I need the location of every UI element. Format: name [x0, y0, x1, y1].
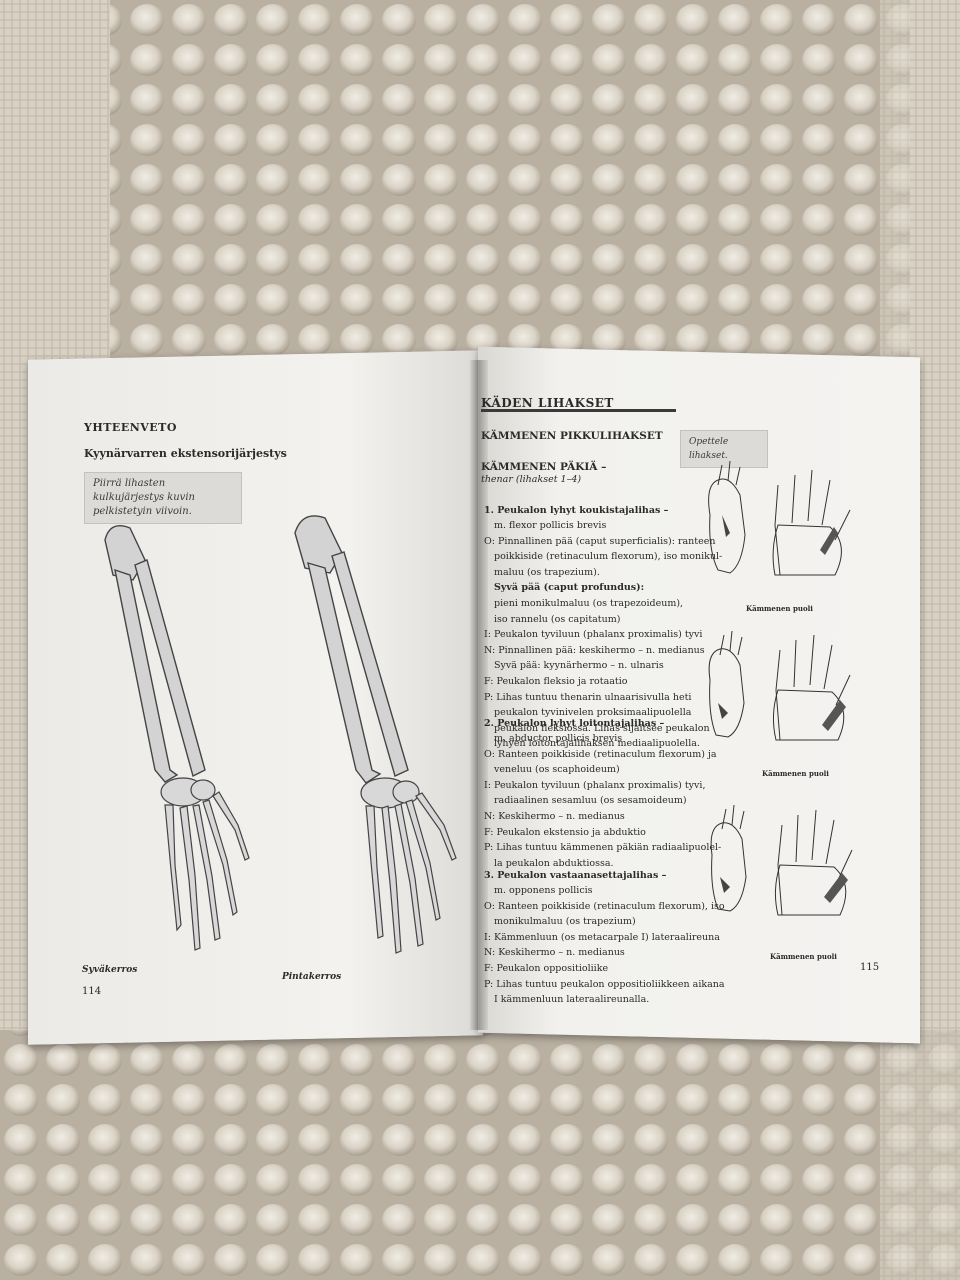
forearm-skeleton-superficial-layer: [294, 515, 457, 954]
hand-illustration-1: [708, 460, 851, 576]
figure-caption-1: Kämmenen puoli: [746, 604, 813, 613]
muscle-1-description: m. flexor pollicis brevis O: Pinnallinen…: [484, 518, 722, 752]
muscle-2-line: I: Peukalon tyviluun (phalanx proximalis…: [484, 779, 706, 791]
muscle-1-line: lyhyen loitontajalihaksen mediaalipuolel…: [494, 738, 700, 750]
muscle-1-line: peukalon tyvinivelen proksimaalipuolella: [494, 707, 692, 719]
muscle-1-title: 1. Peukalon lyhyt koukistajalihas –: [484, 505, 669, 516]
muscle-3-line: P: Lihas tuntuu peukalon oppositioliikke…: [484, 978, 725, 990]
muscle-3-title: 3. Peukalon vastaanasettajalihas –: [484, 870, 667, 881]
hand-illustration-2: [708, 630, 851, 741]
muscle-1-line: poikkiside (retinaculum flexorum), iso m…: [494, 551, 723, 563]
book-spine-shadow: [470, 360, 488, 1030]
muscle-2-line: P: Lihas tuntuu kämmenen päkiän radiaali…: [484, 842, 722, 854]
muscle-1-line: pieni monikulmaluu (os trapezoideum),: [494, 597, 684, 609]
figure-caption-3: Kämmenen puoli: [770, 952, 837, 961]
muscle-3-line: N: Keskihermo – n. medianus: [484, 947, 625, 959]
muscle-3-line: F: Peukalon oppositioliike: [484, 962, 609, 974]
muscle-1-line: maluu (os trapezium).: [494, 566, 600, 578]
muscle-1-line: peukalon fleksiossa. Lihas sijaitsee peu…: [494, 722, 710, 734]
muscle-1-line: O: Pinnallinen pää (caput superficialis)…: [484, 535, 716, 547]
section-title: KÄMMENEN PIKKULIHAKSET: [481, 430, 663, 442]
left-page-subtitle: Kyynärvarren ekstensorijärjestys: [84, 447, 287, 460]
muscle-3-line: I kämmenluun lateraalireunalla.: [494, 994, 650, 1006]
muscle-2-line: la peukalon abduktiossa.: [494, 857, 614, 869]
muscle-1-line: m. flexor pollicis brevis: [494, 520, 607, 531]
muscle-3-line: m. opponens pollicis: [494, 885, 593, 896]
muscle-1-line: P: Lihas tuntuu thenarin ulnaarisivulla …: [484, 691, 692, 703]
forearm-skeleton-deep-layer: [104, 525, 250, 951]
muscle-3-description: m. opponens pollicis O: Ranteen poikkisi…: [484, 883, 725, 1008]
muscle-3-line: I: Kämmenluun (os metacarpale I) lateraa…: [484, 931, 720, 943]
muscle-2-line: O: Ranteen poikkiside (retinaculum flexo…: [484, 748, 717, 760]
left-page-number: 114: [82, 986, 102, 997]
figure-caption-2: Kämmenen puoli: [762, 769, 829, 778]
study-note-box: Opettele lihakset.: [680, 430, 768, 468]
muscle-1-line: iso rannelu (os capitatum): [494, 613, 621, 625]
right-page-header: KÄDEN LIHAKSET: [481, 396, 614, 410]
right-page-number: 115: [860, 962, 880, 973]
hand-illustration-3: [710, 804, 853, 916]
muscle-1-line: N: Pinnallinen pää: keskihermo – n. medi…: [484, 644, 705, 656]
muscle-2-line: veneluu (os scaphoideum): [494, 764, 620, 776]
muscle-2-description: m. abductor pollicis brevis O: Ranteen p…: [484, 731, 721, 871]
muscle-2-line: F: Peukalon ekstensio ja abduktio: [484, 826, 646, 838]
muscle-2-title: 2. Peukalon lyhyt loitontajalihas –: [484, 718, 665, 729]
header-rule: [481, 409, 676, 412]
instruction-line-2: pelkistetyin viivoin.: [93, 506, 192, 517]
instruction-box: Piirrä lihasten kulkujärjestys kuvin pel…: [84, 472, 242, 524]
subsection-note: thenar (lihakset 1–4): [481, 474, 582, 485]
left-page-header: YHTEENVETO: [84, 421, 177, 434]
muscle-1-line: I: Peukalon tyviluun (phalanx proximalis…: [484, 629, 703, 641]
instruction-line-1: Piirrä lihasten kulkujärjestys kuvin: [93, 478, 195, 503]
muscle-3-line: monikulmaluu (os trapezium): [494, 916, 636, 928]
muscle-1-line: F: Peukalon fleksio ja rotaatio: [484, 675, 628, 687]
muscle-2-line: m. abductor pollicis brevis: [494, 733, 623, 744]
muscle-1-line: Syvä pää: kyynärhermo – n. ulnaris: [494, 660, 664, 672]
muscle-2-line: radiaalinen sesamluu (os sesamoideum): [494, 795, 687, 807]
caption-superficial-layer: Pintakerros: [282, 972, 342, 982]
muscle-1-line: Syvä pää (caput profundus):: [494, 582, 645, 594]
subsection-title: KÄMMENEN PÄKIÄ –: [481, 461, 607, 473]
caption-deep-layer: Syväkerros: [82, 965, 138, 975]
muscle-3-line: O: Ranteen poikkiside (retinaculum flexo…: [484, 900, 725, 912]
muscle-2-line: N: Keskihermo – n. medianus: [484, 810, 625, 822]
